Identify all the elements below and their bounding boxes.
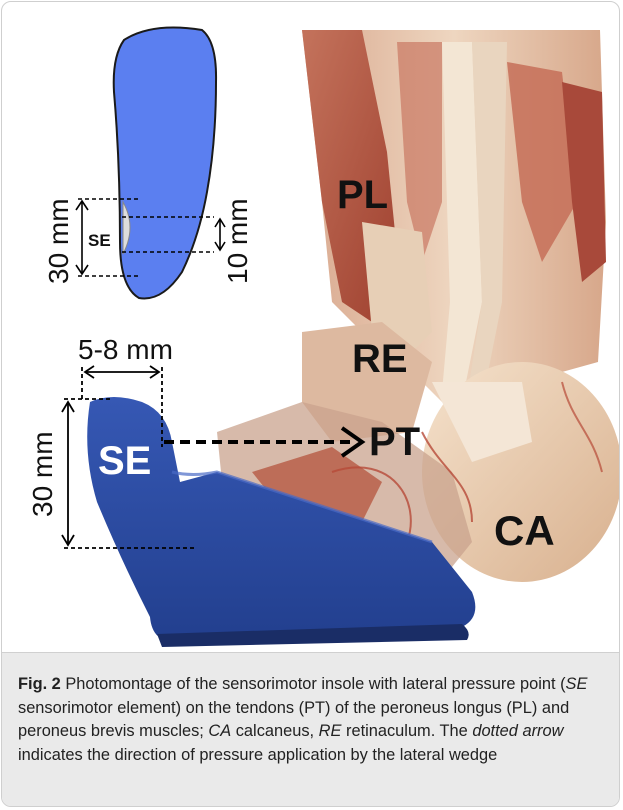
label-wedge-width: 5-8 mm — [78, 334, 173, 365]
caption-se-abbr: SE — [566, 675, 588, 693]
caption-text-3: calcaneus, — [231, 722, 318, 740]
caption-box: Fig. 2 Photomontage of the sensorimotor … — [2, 652, 620, 807]
label-re: RE — [352, 337, 408, 381]
caption-text-4: retinaculum. The — [341, 722, 472, 740]
label-sole-width: 10 mm — [222, 198, 253, 284]
label-se-outline: SE — [88, 231, 111, 250]
caption-text-5: indicates the direction of pressure appl… — [18, 746, 497, 764]
caption-text-1: Photomontage of the sensorimotor insole … — [61, 675, 566, 693]
label-sole-length: 30 mm — [43, 198, 74, 284]
label-wedge-height: 30 mm — [27, 431, 58, 517]
label-se-wedge: SE — [98, 439, 151, 483]
label-pl: PL — [337, 173, 388, 217]
insole-outline-diagram — [76, 28, 225, 299]
caption-ca-abbr: CA — [208, 722, 231, 740]
label-pt: PT — [369, 420, 420, 464]
caption-dotted-arrow: dotted arrow — [472, 722, 563, 740]
figure-number: Fig. 2 — [18, 675, 61, 693]
caption-re-abbr: RE — [319, 722, 342, 740]
figure-caption: Fig. 2 Photomontage of the sensorimotor … — [18, 673, 605, 767]
label-ca: CA — [494, 507, 555, 554]
figure-image: PL RE PT CA SE SE 5-8 mm 30 mm 10 mm 30 … — [2, 2, 620, 652]
